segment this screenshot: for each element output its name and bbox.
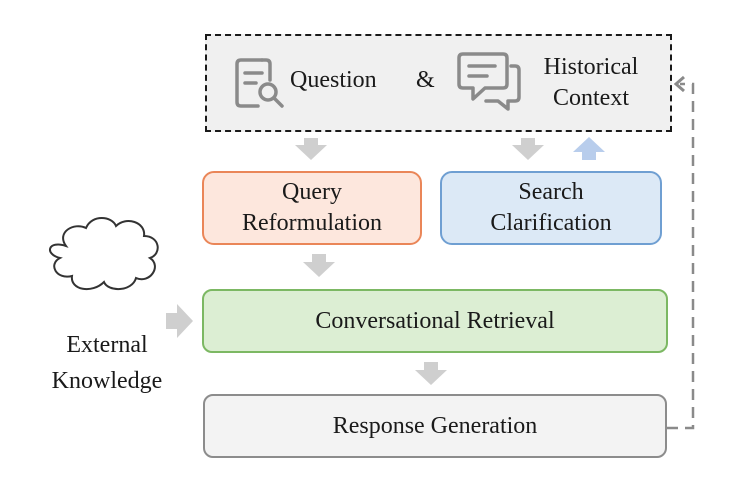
query-reformulation-line1: Query (282, 179, 342, 205)
conversational-retrieval-box: Conversational Retrieval (202, 289, 668, 353)
question-label: Question (290, 67, 377, 93)
query-reformulation-line2: Reformulation (242, 210, 382, 236)
knowledge-label: Knowledge (51, 368, 163, 394)
context-label: Context (553, 85, 629, 111)
feedback-loop-arrow (667, 75, 695, 430)
query-reformulation-box: Query Reformulation (202, 171, 422, 245)
arrow-down-to-response (415, 362, 447, 385)
arrow-down-to-retrieval (303, 254, 335, 277)
arrow-down-to-query (295, 138, 327, 160)
response-generation-label: Response Generation (332, 412, 538, 439)
ampersand-label: & (416, 67, 435, 93)
search-clarification-box: Search Clarification (440, 171, 662, 245)
conversational-retrieval-label: Conversational Retrieval (315, 307, 555, 334)
historical-label: Historical (543, 54, 639, 80)
search-clarification-line2: Clarification (490, 210, 612, 236)
question-history-context-box (205, 34, 672, 132)
external-label: External (66, 332, 148, 358)
arrow-up-from-search (573, 137, 605, 160)
response-generation-box: Response Generation (203, 394, 667, 458)
arrow-down-to-search (512, 138, 544, 160)
arrow-right-to-retrieval (166, 304, 193, 338)
search-clarification-line1: Search (518, 179, 584, 205)
